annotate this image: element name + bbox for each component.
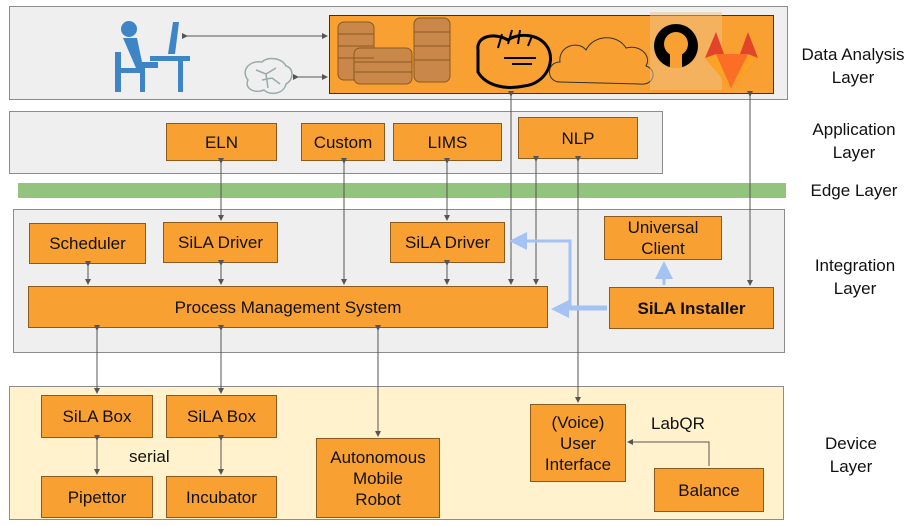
sila-driver-label-1: SiLA Driver	[177, 233, 264, 252]
data-analysis-layer-label: Data Analysis Layer	[801, 45, 905, 87]
labqr-label: LabQR	[651, 414, 705, 433]
voice-user-interface-box: (Voice) User Interface	[530, 404, 626, 482]
sila-driver-label-2: SiLA Driver	[404, 233, 491, 252]
sila-driver-box-1: SiLA Driver	[163, 222, 278, 263]
process-management-system-box: Process Management System	[28, 286, 548, 328]
ai-brain-icon	[244, 57, 293, 95]
sila-installer-box: SiLA Installer	[609, 287, 774, 329]
edge-layer-label: Edge Layer	[810, 181, 898, 200]
sila-installer-label: SiLA Installer	[637, 298, 746, 318]
gitlab-icon	[705, 32, 758, 88]
balance-label: Balance	[678, 480, 740, 500]
custom-label: Custom	[313, 132, 373, 152]
pipettor-box: Pipettor	[41, 476, 153, 518]
device-layer-label: Device Layer	[825, 434, 877, 476]
universal-client-box: Universal Client	[604, 216, 722, 260]
robot-label: Autonomous Mobile Robot	[330, 447, 426, 509]
serial-label: serial	[129, 447, 170, 466]
arrow-balance-voice	[627, 439, 710, 466]
nlp-box: NLP	[518, 117, 638, 159]
pms-label: Process Management System	[174, 297, 402, 317]
sila-box-label-2: SiLA Box	[187, 407, 256, 426]
user-at-computer-icon	[115, 21, 190, 92]
lims-label: LIMS	[427, 132, 468, 152]
autonomous-mobile-robot-box: Autonomous Mobile Robot	[316, 438, 440, 518]
scheduler-label: Scheduler	[49, 234, 126, 253]
universal-client-label: Universal Client	[627, 218, 699, 258]
edge-layer-bar	[18, 183, 786, 198]
incubator-box: Incubator	[166, 476, 277, 518]
nlp-label: NLP	[561, 128, 595, 148]
lims-box: LIMS	[393, 123, 502, 161]
custom-box: Custom	[301, 123, 385, 161]
integration-layer-label: Integration Layer	[814, 256, 896, 298]
pipettor-label: Pipettor	[67, 487, 127, 507]
eln-box: ELN	[166, 123, 277, 161]
incubator-label: Incubator	[186, 487, 257, 507]
database-icon	[337, 17, 451, 85]
eln-label: ELN	[204, 132, 239, 152]
sila-box-label-1: SiLA Box	[62, 407, 132, 426]
blue-arrow-installer-driver	[509, 232, 607, 309]
voice-ui-label: (Voice) User Interface	[544, 412, 612, 474]
data-lake-icon	[476, 29, 552, 89]
scheduler-box: Scheduler	[29, 223, 146, 264]
sila-box-1: SiLA Box	[41, 395, 153, 438]
application-layer-label: Application Layer	[812, 120, 896, 162]
balance-box: Balance	[654, 468, 764, 512]
